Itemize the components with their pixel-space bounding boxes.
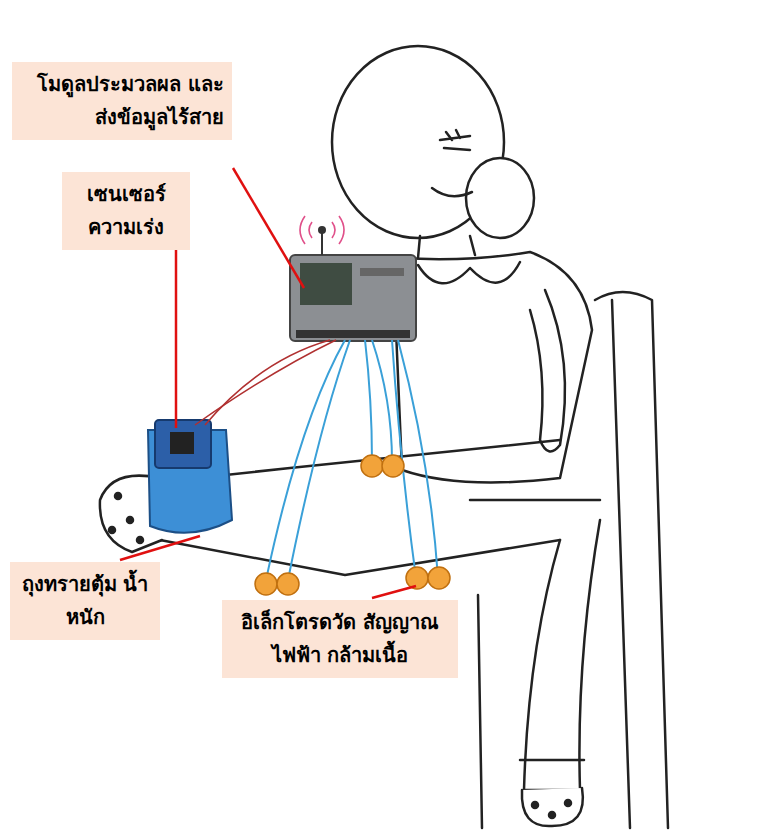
callout-box: ถุงทรายตุ้ม น้ำหนัก <box>10 562 160 640</box>
callout-box: เซนเซอร์ ความเร่ง <box>62 172 190 250</box>
callout-text: เซนเซอร์ ความเร่ง <box>70 178 182 244</box>
callout-text: อิเล็กโตรดวัด สัญญาณไฟฟ้า กล้ามเนื้อ <box>230 606 450 672</box>
callout-box: อิเล็กโตรดวัด สัญญาณไฟฟ้า กล้ามเนื้อ <box>222 600 458 678</box>
callout-text: ถุงทรายตุ้ม น้ำหนัก <box>18 568 152 634</box>
callout-text: โมดูลประมวลผล และ ส่งข้อมูลไร้สาย <box>20 68 224 134</box>
callout-box: โมดูลประมวลผล และ ส่งข้อมูลไร้สาย <box>12 62 232 140</box>
